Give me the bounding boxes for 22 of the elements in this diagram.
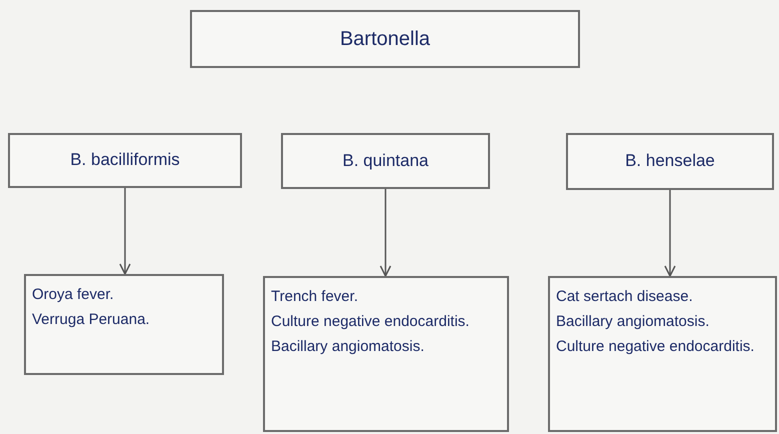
- disease-box: [548, 276, 777, 432]
- disease-name: Culture negative endocarditis.: [271, 312, 470, 332]
- species-name: B. quintana: [342, 150, 428, 172]
- disease-name: Bacillary angiomatosis.: [556, 312, 710, 332]
- species-name: B. bacilliformis: [70, 149, 180, 172]
- arrow: [380, 189, 392, 277]
- disease-name: Verruga Peruana.: [32, 310, 151, 330]
- disease-box: [263, 276, 509, 432]
- species-name: B. henselae: [625, 150, 715, 172]
- species-box: [281, 133, 490, 189]
- genus-name: Bartonella: [340, 26, 430, 52]
- species-box: [8, 133, 242, 188]
- disease-name: Bacillary angiomatosis.: [271, 336, 426, 356]
- disease-name: Trench fever.: [271, 287, 359, 307]
- disease-name: Oroya fever.: [32, 285, 115, 305]
- disease-name: Culture negative endocarditis.: [556, 336, 756, 356]
- disease-box: [24, 274, 224, 375]
- arrow: [664, 190, 676, 277]
- genus-box: [190, 10, 580, 68]
- arrow: [119, 188, 131, 275]
- disease-name: Cat sertach disease.: [556, 287, 694, 307]
- species-box: [566, 133, 774, 190]
